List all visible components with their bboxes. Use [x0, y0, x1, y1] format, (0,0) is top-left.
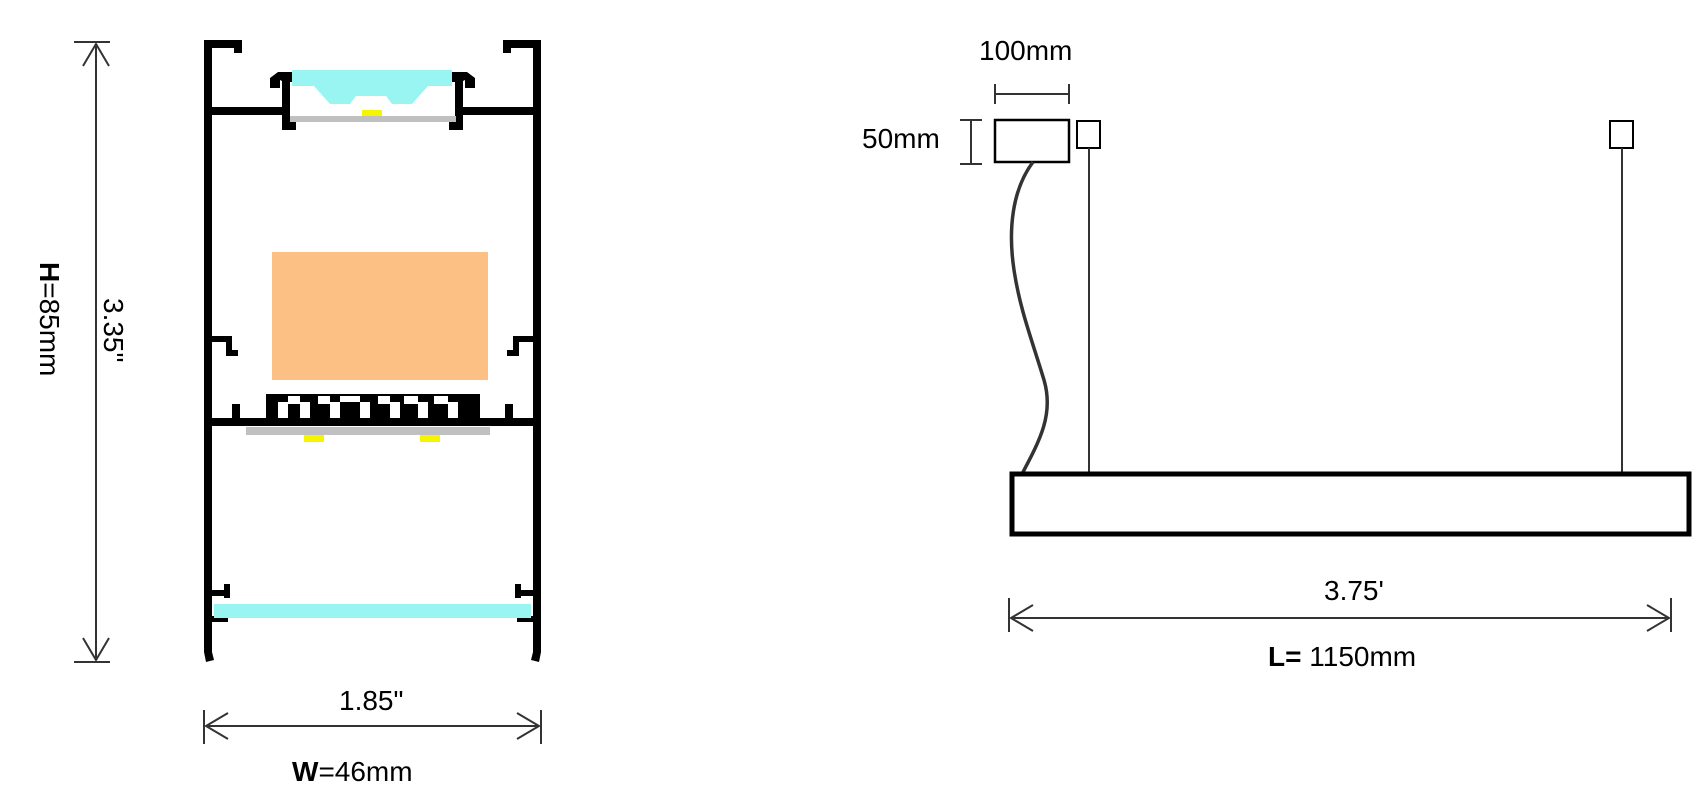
- power-cord: [1009, 160, 1049, 475]
- ceiling-canopy-left: [1076, 120, 1101, 149]
- lower-led-chip-left: [304, 435, 324, 442]
- remote-driver-box: [993, 118, 1071, 164]
- top-pcb: [290, 116, 456, 122]
- mid-clips: [212, 336, 533, 356]
- height-mm-label: H=85mm: [34, 262, 65, 376]
- ceiling-canopy-right: [1609, 120, 1634, 149]
- bottom-diffuser: [214, 604, 531, 618]
- length-dimension: [1008, 598, 1672, 632]
- linear-fixture-body: [1009, 471, 1692, 537]
- bottom-diffuser-assembly: [212, 584, 533, 622]
- driver-compartment: [272, 252, 488, 380]
- top-lens: [292, 70, 452, 104]
- driver-width-dimension: [994, 84, 1070, 104]
- width-dimension: [203, 710, 542, 744]
- driver-height-dimension: [960, 119, 982, 165]
- side-view: 100mm 50mm 3.75' L= 1150mm: [862, 35, 1692, 672]
- driver-width-label: 100mm: [979, 35, 1072, 66]
- length-mm-label: L= 1150mm: [1268, 641, 1416, 672]
- lower-led-chip-right: [420, 435, 440, 442]
- housing-profile: [204, 40, 541, 662]
- length-feet-label: 3.75': [1324, 575, 1384, 606]
- lower-pcb: [246, 427, 490, 435]
- cross-section-view: H=85mm 3.35": [34, 40, 542, 787]
- width-mm-label: W=46mm: [292, 756, 413, 787]
- width-inch-label: 1.85": [339, 685, 403, 716]
- top-led-chip: [362, 110, 382, 116]
- height-inch-label: 3.35": [98, 298, 129, 362]
- height-dimension: [74, 41, 110, 663]
- top-lens-channel: [212, 70, 533, 130]
- heat-sink: [212, 394, 533, 442]
- driver-height-label: 50mm: [862, 123, 940, 154]
